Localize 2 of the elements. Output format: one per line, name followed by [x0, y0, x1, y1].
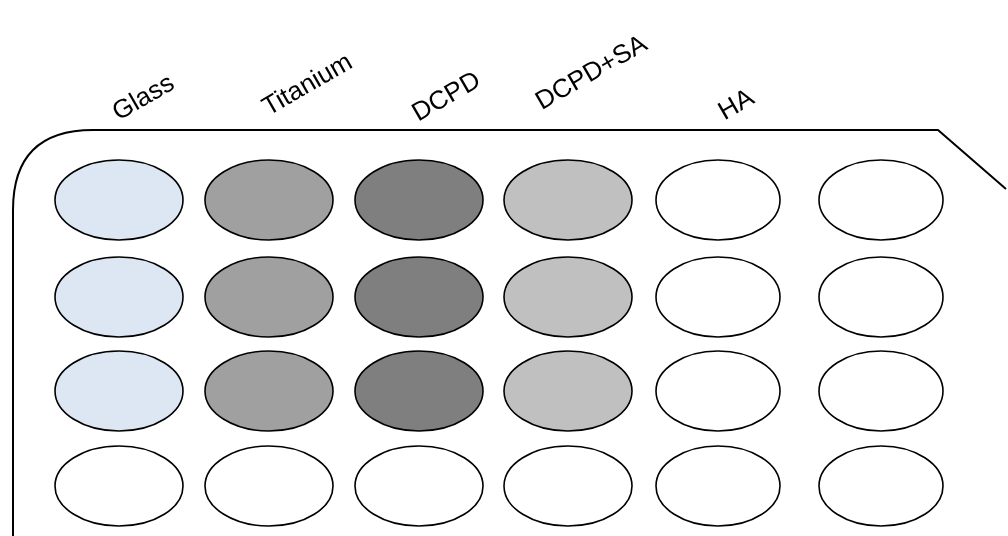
column-label: HA: [712, 81, 760, 127]
column-label: Glass: [106, 66, 180, 128]
